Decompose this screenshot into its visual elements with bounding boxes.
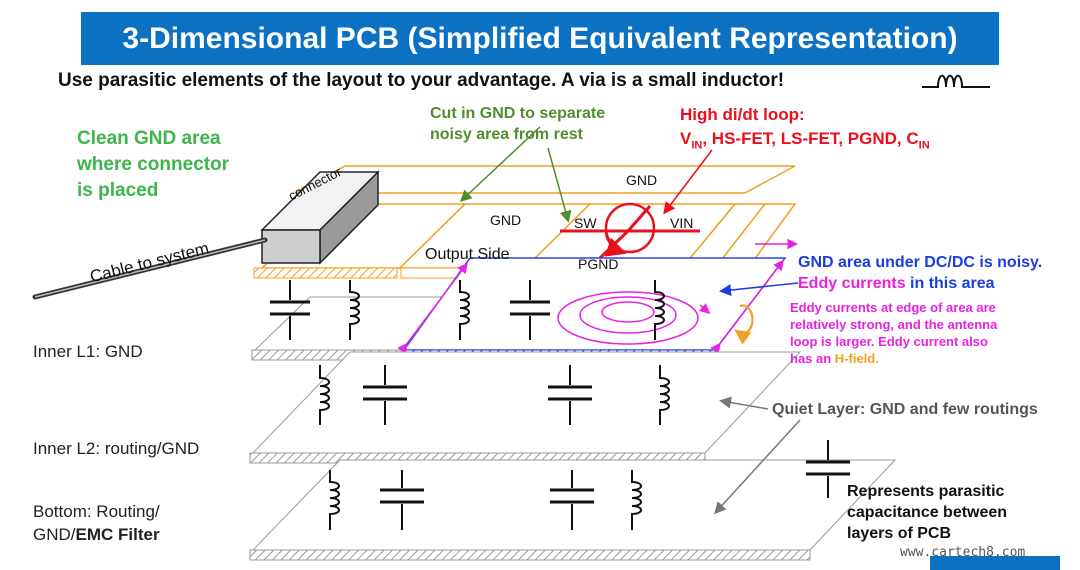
clean-gnd-label-1: Clean GND area <box>77 128 221 149</box>
eddy-title-suffix: in this area <box>905 275 995 292</box>
diagram-subtitle: Use parasitic elements of the layout to … <box>58 70 785 91</box>
middle-label: , HS-FET, LS-FET, PGND, C <box>702 129 919 148</box>
quiet-layer-label: Quiet Layer: GND and few routings <box>772 401 1038 418</box>
watermark-text: www.cartech8.com <box>900 545 1026 560</box>
title-banner: 3-Dimensional PCB (Simplified Equivalent… <box>81 12 999 65</box>
eddy-edge-line-2: relatively strong, and the antenna <box>790 317 998 332</box>
high-didt-title: High di/dt loop: <box>680 105 805 124</box>
capacitor-legend-icon <box>806 440 850 498</box>
v-label: V <box>680 129 692 148</box>
eddy-edge-line-3: loop is larger. Eddy current also <box>790 334 988 349</box>
l2-to-bottom-components <box>329 470 642 530</box>
inner-l2-layer <box>249 351 802 464</box>
bottom-label-2: GND/EMC Filter <box>33 523 160 546</box>
l1-to-l2-components <box>319 365 670 425</box>
diagram-title: 3-Dimensional PCB (Simplified Equivalent… <box>122 22 958 55</box>
clean-gnd-label-3: is placed <box>77 180 159 201</box>
c-subscript: IN <box>918 139 930 152</box>
emc-filter-label: EMC Filter <box>75 525 160 544</box>
clean-gnd-label-2: where connector <box>77 154 230 175</box>
noisy-gnd-label: GND area under DC/DC is noisy. <box>798 254 1043 271</box>
cut-gnd-label-2: noisy area from rest <box>430 126 583 143</box>
output-side-label: Output Side <box>425 246 510 263</box>
annotation-arrows <box>459 126 801 515</box>
eddy-edge-last-prefix: has an <box>790 351 835 366</box>
bottom-label-1: Bottom: Routing/ <box>33 502 160 521</box>
v-subscript: IN <box>691 139 703 152</box>
high-didt-components: VIN, HS-FET, LS-FET, PGND, CIN <box>680 128 930 156</box>
gnd-left-label: GND <box>490 212 522 228</box>
top-to-l1-components <box>270 280 665 340</box>
inner-l2-label: Inner L2: routing/GND <box>33 439 200 458</box>
cut-gnd-label-1: Cut in GND to separate <box>430 105 606 122</box>
bottom-layer <box>249 459 897 561</box>
eddy-title: Eddy currents in this area <box>798 274 995 294</box>
cable <box>32 237 268 300</box>
bottom-label-prefix: GND/ <box>33 525 76 544</box>
brand-logo <box>930 556 1060 570</box>
gnd-top-label: GND <box>626 172 658 188</box>
pgnd-label: PGND <box>578 256 619 272</box>
h-field-label: H-field. <box>834 351 879 366</box>
represents-line-2: capacitance between <box>847 504 1008 521</box>
represents-line-1: Represents parasitic <box>847 483 1005 500</box>
eddy-edge-line-4: has an H-field. <box>790 351 879 368</box>
sw-label: SW <box>574 215 597 231</box>
switching-loop <box>560 202 700 260</box>
inner-l1-label: Inner L1: GND <box>33 342 143 361</box>
represents-line-3: layers of PCB <box>847 525 952 542</box>
vin-label: VIN <box>670 215 694 231</box>
inductor-symbol-icon <box>922 74 990 88</box>
eddy-title-prefix: Eddy currents <box>798 275 906 292</box>
connector-box <box>260 170 380 265</box>
eddy-current-spiral <box>557 291 754 345</box>
eddy-edge-line-1: Eddy currents at edge of area are <box>790 300 996 315</box>
